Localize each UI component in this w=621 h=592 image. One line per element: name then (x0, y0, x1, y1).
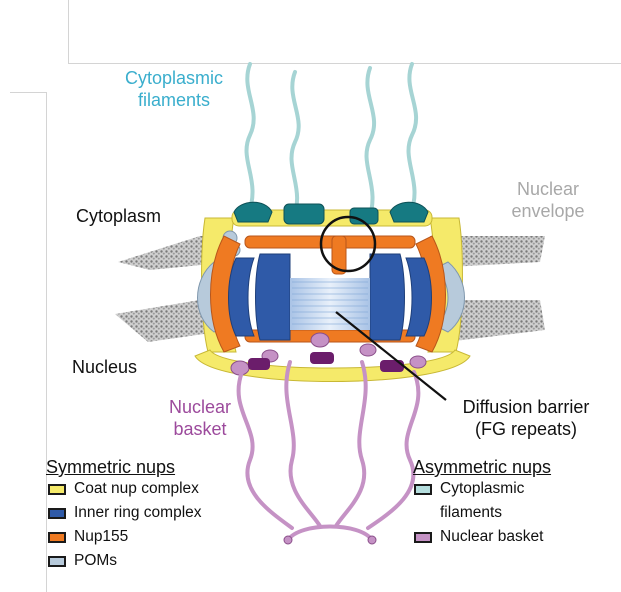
legend-swatch-coat (48, 484, 66, 495)
nuclear-basket (231, 333, 426, 544)
label-diffusion-barrier: Diffusion barrier (FG repeats) (446, 396, 606, 440)
legend-label-cyto-filaments: Cytoplasmic filaments (440, 479, 524, 523)
legend-label-poms: POMs (74, 551, 117, 571)
legend-swatch-nup155 (48, 532, 66, 543)
label-nucleus: Nucleus (72, 356, 137, 378)
cytoplasmic-filaments (247, 64, 417, 222)
legend-swatch-cyto-filaments (414, 484, 432, 495)
legend-swatch-nuclear-basket (414, 532, 432, 543)
legend-label-coat: Coat nup complex (74, 479, 199, 499)
label-cytoplasm: Cytoplasm (76, 205, 161, 227)
legend-symmetric-title: Symmetric nups (46, 456, 175, 478)
central-channel (290, 278, 370, 330)
legend-swatch-poms (48, 556, 66, 567)
legend-asymmetric-title: Asymmetric nups (413, 456, 551, 478)
label-cytoplasmic-filaments: Cytoplasmic filaments (104, 67, 244, 111)
label-nuclear-basket: Nuclear basket (150, 396, 250, 440)
label-nuclear-envelope: Nuclear envelope (488, 178, 608, 222)
legend-label-inner-ring: Inner ring complex (74, 503, 202, 523)
legend-swatch-inner-ring (48, 508, 66, 519)
legend-label-nup155: Nup155 (74, 527, 128, 547)
legend-label-nuclear-basket: Nuclear basket (440, 527, 543, 547)
